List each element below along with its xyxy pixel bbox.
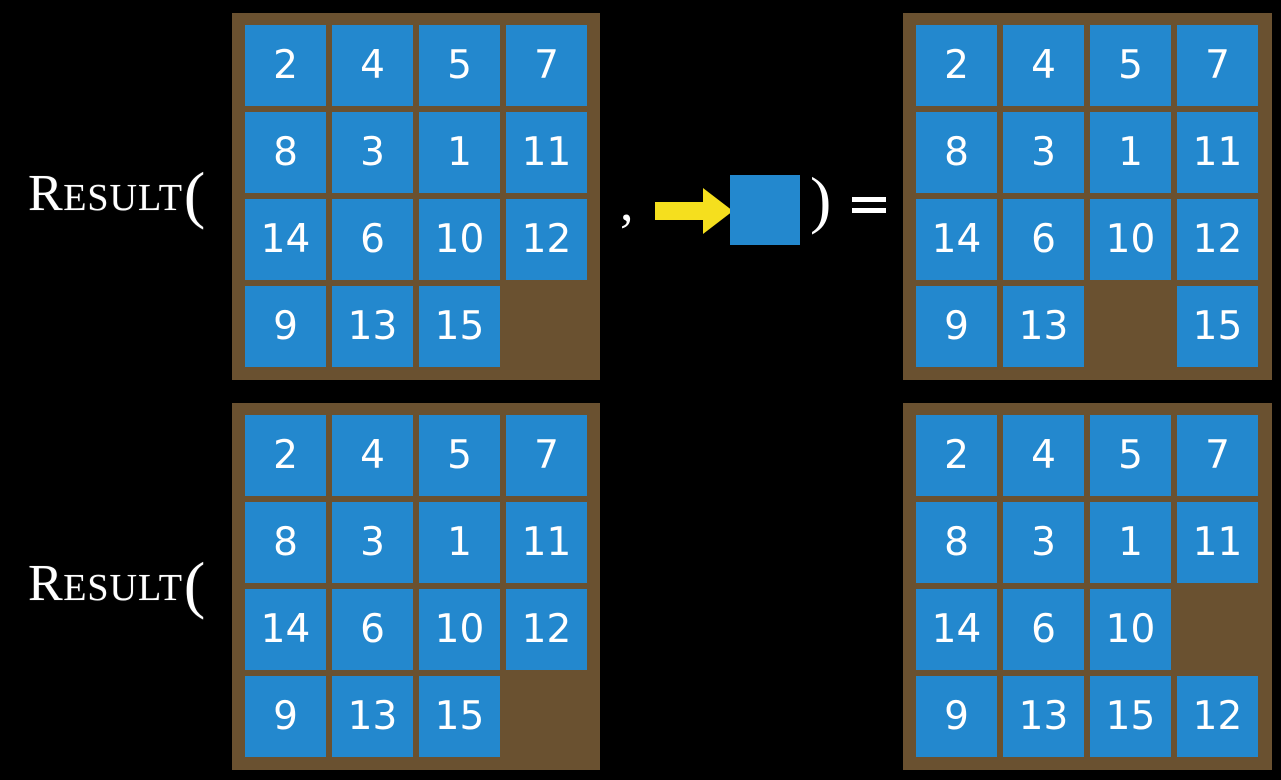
tile[interactable]: 14 [916, 199, 997, 280]
moving-tile-row-1[interactable] [730, 175, 800, 245]
tile[interactable]: 7 [1177, 415, 1258, 496]
output-board-row-1: 2 4 5 7 8 3 1 11 14 6 10 12 9 13 15 [903, 13, 1272, 380]
tile[interactable]: 9 [245, 286, 326, 367]
tile[interactable]: 1 [419, 112, 500, 193]
tile[interactable]: 13 [332, 286, 413, 367]
tile[interactable]: 11 [506, 112, 587, 193]
tile[interactable]: 3 [1003, 112, 1084, 193]
tile[interactable]: 6 [332, 589, 413, 670]
tile[interactable]: 11 [1177, 502, 1258, 583]
tile[interactable]: 7 [506, 415, 587, 496]
empty-slot [506, 286, 587, 367]
empty-slot [1090, 286, 1171, 367]
tile[interactable]: 6 [1003, 589, 1084, 670]
tile[interactable]: 12 [506, 589, 587, 670]
tile[interactable]: 9 [245, 676, 326, 757]
tile[interactable]: 5 [419, 25, 500, 106]
tile[interactable]: 4 [1003, 25, 1084, 106]
tile[interactable]: 5 [1090, 25, 1171, 106]
input-board-row-2: 2 4 5 7 8 3 1 11 14 6 10 12 9 13 15 [232, 403, 600, 770]
tile[interactable]: 6 [1003, 199, 1084, 280]
tile[interactable]: 8 [245, 112, 326, 193]
tile[interactable]: 2 [245, 25, 326, 106]
tile[interactable]: 1 [1090, 502, 1171, 583]
close-paren-row-1: ) [810, 164, 832, 235]
tile[interactable]: 2 [245, 415, 326, 496]
tile[interactable]: 2 [916, 25, 997, 106]
open-paren-row-1: ( [183, 159, 206, 230]
output-grid-row-1: 2 4 5 7 8 3 1 11 14 6 10 12 9 13 15 [916, 25, 1258, 367]
empty-slot [1177, 589, 1258, 670]
tile[interactable]: 13 [1003, 286, 1084, 367]
empty-slot [506, 676, 587, 757]
tile[interactable]: 15 [419, 286, 500, 367]
tile[interactable]: 3 [1003, 502, 1084, 583]
operator-region-row-2: , ) [600, 390, 903, 780]
result-label-rest: ESULT [63, 177, 183, 219]
tile[interactable]: 14 [245, 199, 326, 280]
tile[interactable]: 15 [419, 676, 500, 757]
tile[interactable]: 14 [245, 589, 326, 670]
tile[interactable]: 7 [1177, 25, 1258, 106]
tile[interactable]: 8 [245, 502, 326, 583]
tile[interactable]: 12 [1177, 199, 1258, 280]
tile[interactable]: 14 [916, 589, 997, 670]
tile[interactable]: 9 [916, 286, 997, 367]
tile[interactable]: 7 [506, 25, 587, 106]
arrow-right-icon [655, 188, 733, 234]
tile[interactable]: 1 [1090, 112, 1171, 193]
tile[interactable]: 4 [332, 25, 413, 106]
tile[interactable]: 15 [1177, 286, 1258, 367]
output-board-row-2: 2 4 5 7 8 3 1 11 14 6 10 9 13 15 12 [903, 403, 1272, 770]
tile[interactable]: 15 [1090, 676, 1171, 757]
open-paren-row-2: ( [183, 549, 206, 620]
tile[interactable]: 13 [1003, 676, 1084, 757]
tile[interactable]: 11 [506, 502, 587, 583]
tile[interactable]: 10 [1090, 589, 1171, 670]
tile[interactable]: 8 [916, 502, 997, 583]
tile[interactable]: 1 [419, 502, 500, 583]
output-grid-row-2: 2 4 5 7 8 3 1 11 14 6 10 9 13 15 12 [916, 415, 1258, 757]
tile[interactable]: 3 [332, 112, 413, 193]
tile[interactable]: 4 [1003, 415, 1084, 496]
tile[interactable]: 10 [419, 199, 500, 280]
equation-row-2: RESULT( 2 4 5 7 8 3 1 11 14 6 10 12 9 13… [0, 390, 1281, 780]
result-label-rest: ESULT [63, 567, 183, 609]
tile[interactable]: 3 [332, 502, 413, 583]
tile[interactable]: 6 [332, 199, 413, 280]
tile[interactable]: 11 [1177, 112, 1258, 193]
tile[interactable]: 2 [916, 415, 997, 496]
tile[interactable]: 9 [916, 676, 997, 757]
tile[interactable]: 5 [419, 415, 500, 496]
tile[interactable]: 10 [419, 589, 500, 670]
input-board-row-1: 2 4 5 7 8 3 1 11 14 6 10 12 9 13 15 [232, 13, 600, 380]
tile[interactable]: 12 [1177, 676, 1258, 757]
result-label-lead: R [28, 165, 64, 222]
tile[interactable]: 12 [506, 199, 587, 280]
argument-separator-row-1: , [620, 172, 634, 232]
tile[interactable]: 13 [332, 676, 413, 757]
input-grid-row-2: 2 4 5 7 8 3 1 11 14 6 10 12 9 13 15 [245, 415, 587, 757]
equals-sign-row-1 [852, 197, 886, 213]
result-function-label-row-1: RESULT( [28, 163, 206, 227]
tile[interactable]: 10 [1090, 199, 1171, 280]
operator-region-row-1: , ) [600, 0, 903, 390]
tile[interactable]: 4 [332, 415, 413, 496]
tile[interactable]: 8 [916, 112, 997, 193]
input-grid-row-1: 2 4 5 7 8 3 1 11 14 6 10 12 9 13 15 [245, 25, 587, 367]
equation-row-1: RESULT( 2 4 5 7 8 3 1 11 14 6 10 12 9 13… [28, 0, 1272, 390]
result-label-lead: R [28, 555, 64, 612]
tile[interactable]: 5 [1090, 415, 1171, 496]
result-function-label-row-2: RESULT( [28, 553, 206, 617]
